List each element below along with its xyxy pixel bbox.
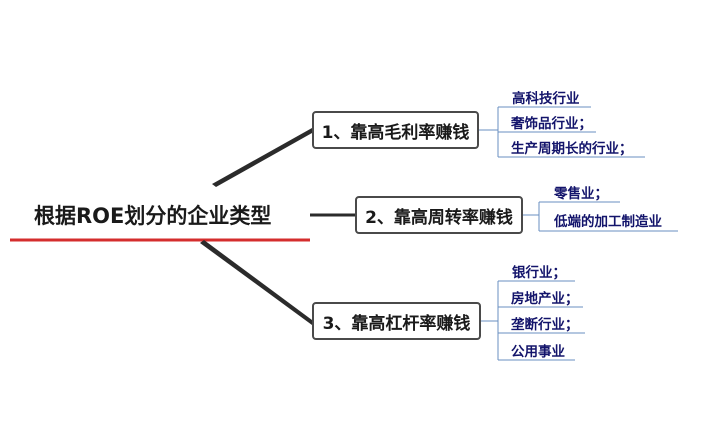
leaf-banking: 银行业； (512, 265, 566, 281)
leaf-retail: 零售业； (554, 186, 608, 202)
leaf-utilities: 公用事业 (511, 344, 565, 360)
leaf-low-end-manufacturing: 低端的加工制造业 (554, 214, 662, 230)
leaf-group-2 (523, 201, 678, 232)
leaf-high-tech: 高科技行业 (512, 91, 580, 107)
leaf-monopoly: 垄断行业； (511, 317, 579, 333)
branch-high-leverage: 3、靠高杠杆率赚钱 (312, 302, 481, 340)
branch-high-gross-margin: 1、靠高毛利率赚钱 (312, 111, 479, 149)
leaf-group-3 (481, 280, 585, 361)
leaf-luxury: 奢饰品行业； (511, 116, 592, 132)
connector-branch-1 (212, 128, 312, 187)
connector-branch-3 (200, 240, 312, 325)
leaf-long-cycle: 生产周期长的行业； (511, 141, 633, 157)
leaf-real-estate: 房地产业； (511, 291, 579, 307)
branch-high-turnover: 2、靠高周转率赚钱 (355, 196, 523, 234)
leaf-group-1 (479, 106, 645, 158)
root-title: 根据ROE划分的企业类型 (34, 204, 272, 228)
